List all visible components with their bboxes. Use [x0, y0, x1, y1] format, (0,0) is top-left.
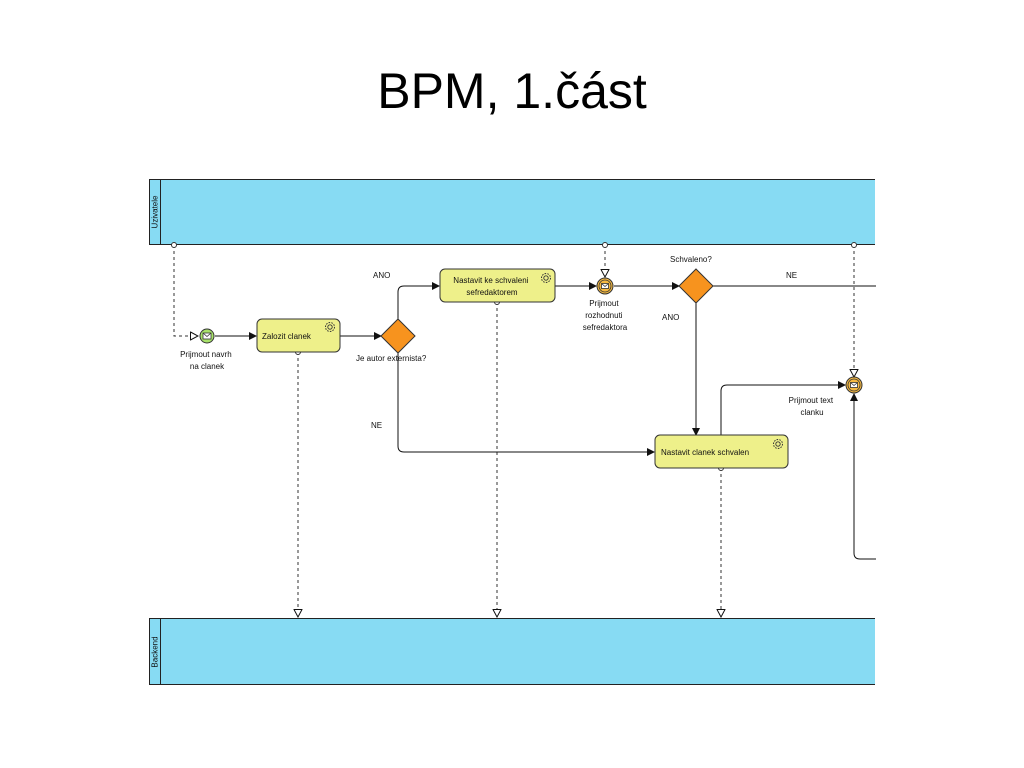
- envelope-icon: [601, 283, 609, 289]
- gear-icon: [773, 439, 783, 449]
- start-event-label-line: na clanek: [190, 362, 225, 371]
- envelope-icon: [202, 332, 212, 340]
- receive-decision-label-line: Prijmout: [589, 299, 619, 308]
- pool-users[interactable]: Uzivatele: [149, 179, 875, 245]
- flow-label-approved-yes: ANO: [662, 313, 679, 322]
- sequence-flow-loop-back: [850, 393, 876, 560]
- receive-text-label-line: Prijmout text: [789, 396, 834, 405]
- sequence-flow-approved-to-text: [720, 381, 846, 435]
- gear-icon: [541, 273, 551, 283]
- start-event-label: Prijmout navrh na clanek: [180, 350, 234, 371]
- flow-label-approved-no: NE: [786, 271, 797, 280]
- task-set-approved-label: Nastavit clanek schvalen: [661, 448, 749, 457]
- start-event[interactable]: [199, 328, 215, 344]
- start-event-label-line: Prijmout navrh: [180, 350, 232, 359]
- gear-icon: [325, 322, 335, 332]
- task-create-article[interactable]: Zalozit clanek: [256, 318, 341, 353]
- receive-decision-label-line: sefredaktora: [583, 323, 628, 332]
- slide-title: BPM, 1.část: [377, 63, 647, 119]
- gateway-external-author[interactable]: [380, 318, 416, 354]
- flow-label-external-no: NE: [371, 421, 382, 430]
- pool-users-header: Uzivatele: [150, 180, 161, 244]
- intermediate-event-receive-decision[interactable]: [596, 277, 614, 295]
- intermediate-event-receive-text[interactable]: [845, 376, 863, 394]
- message-flow-users-to-start: [173, 245, 198, 336]
- pool-backend-header: Backend: [150, 619, 161, 684]
- task-create-article-label: Zalozit clanek: [262, 332, 312, 341]
- message-flow-source-dot: [602, 242, 608, 248]
- message-flow-source-dot: [171, 242, 177, 248]
- task-set-for-approval[interactable]: Nastavit ke schvaleni sefredaktorem: [439, 268, 556, 303]
- flow-label-external-yes: ANO: [373, 271, 390, 280]
- receive-text-label-line: clanku: [800, 408, 823, 417]
- task-set-for-approval-label: Nastavit ke schvaleni sefredaktorem: [453, 276, 530, 297]
- receive-decision-label-line: rozhodnuti: [585, 311, 623, 320]
- sequence-flow-gateway-yes: [397, 282, 440, 319]
- intermediate-event-receive-text-label: Prijmout text clanku: [789, 396, 836, 417]
- message-flow-source-dot: [851, 242, 857, 248]
- pool-backend[interactable]: Backend: [149, 618, 875, 685]
- task-set-approved[interactable]: Nastavit clanek schvalen: [654, 434, 789, 469]
- task-set-for-approval-label-line: Nastavit ke schvaleni: [453, 276, 528, 285]
- gateway-external-author-label: Je autor externista?: [356, 354, 427, 363]
- gateway-approved-label: Schvaleno?: [670, 255, 712, 264]
- task-set-for-approval-label-line: sefredaktorem: [466, 288, 517, 297]
- gateway-approved[interactable]: [678, 268, 714, 304]
- envelope-icon: [850, 382, 858, 388]
- intermediate-event-receive-decision-label: Prijmout rozhodnuti sefredaktora: [583, 299, 628, 332]
- sequence-flow-gateway-no: [397, 353, 655, 456]
